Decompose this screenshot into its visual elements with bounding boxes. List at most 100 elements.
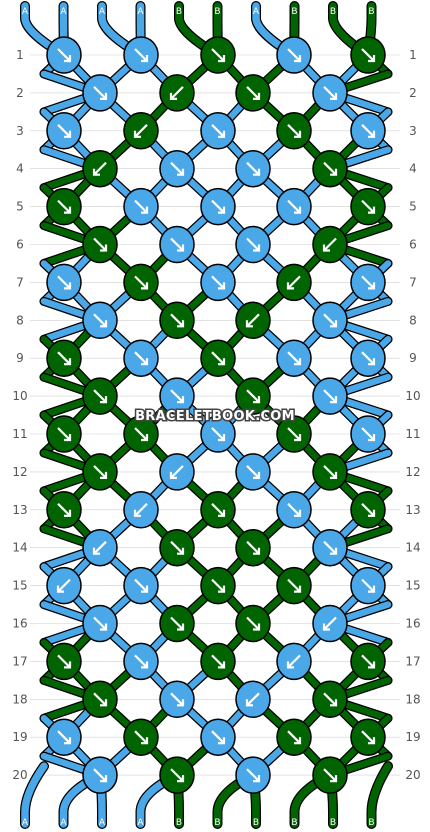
knot-forward [123,642,159,681]
knot-arrow [323,86,337,100]
watermark: BRACELETBOOK.COM [135,409,295,424]
string-letter: B [368,818,374,828]
knot-forward [276,415,312,453]
knot-forward [235,377,271,415]
knot-arrowhead [253,92,261,100]
knot-forward [350,339,386,377]
row-number-right: 15 [405,579,420,593]
knot-arrow [246,161,260,176]
string-letter: A [60,818,67,828]
knot-arrowhead [177,547,185,555]
knot-arrowhead [100,92,108,100]
knot-arrow [57,275,71,290]
knot-forward [159,756,195,794]
knot-forward [82,680,118,719]
knot-arrowhead [177,396,185,404]
knot-forward [276,491,312,529]
row-number-left: 17 [12,654,27,668]
knot-arrow [323,768,337,782]
knot-arrow [246,768,260,782]
knot-arrow [57,578,71,593]
knot-arrow [361,351,375,365]
knot-arrowhead [330,168,338,176]
knot-arrowhead [253,168,261,176]
knot-arrow [57,427,71,441]
knot-arrow [287,48,301,62]
knot-backward [82,149,118,188]
string-letter: B [176,7,182,17]
row-number-right: 8 [409,313,417,327]
knot-backward [276,263,312,302]
knot-forward [123,339,159,377]
knot-arrowhead [177,244,185,252]
knot-arrowhead [64,130,72,138]
knot-arrowhead [322,623,330,631]
knot-arrow [323,237,337,252]
knot-arrow [323,389,337,403]
knot-backward [82,528,118,567]
knot-forward [123,263,159,302]
knot-forward [159,604,195,643]
knot-forward [235,604,271,643]
knot-arrowhead [253,775,261,783]
knot-forward [200,187,236,226]
knot-arrowhead [133,509,141,517]
row-number-right: 3 [409,124,417,138]
knot-arrow [211,199,225,214]
row-number-right: 7 [409,275,417,289]
string-letter: B [368,7,374,17]
string-letter: B [291,818,297,828]
knot-arrow [246,237,260,252]
knot-forward [46,642,82,681]
knot-arrowhead [218,661,226,669]
knot-forward [350,642,386,681]
knot-arrowhead [92,547,100,555]
knot-forward [159,377,195,415]
knot-backward [312,225,348,264]
row-number-left: 12 [12,465,27,479]
row-number-right: 1 [409,48,417,62]
knot-arrowhead [177,699,185,707]
knot-arrow [134,654,148,669]
row-number-left: 7 [16,275,24,289]
knot-arrow [211,654,225,669]
knot-arrow [323,692,337,707]
knot-arrowhead [294,737,302,745]
knot-arrow [93,465,107,479]
knot-arrowhead [368,737,376,745]
knot-arrowhead [368,55,376,63]
knot-forward [312,756,348,794]
knot-arrow [134,578,148,593]
string-letter: A [253,7,260,17]
knot-arrow [287,730,301,744]
knot-arrowhead [286,282,294,290]
knot-arrow [170,313,184,328]
knot-arrowhead [169,92,177,100]
knot-backward [123,491,159,529]
knot-forward [123,718,159,756]
knot-arrow [361,503,375,517]
knot-forward [312,453,348,491]
knot-arrow [211,124,225,138]
knot-arrowhead [294,206,302,214]
string-letter: A [22,7,29,17]
knot-forward [350,263,386,302]
knot-arrowhead [100,471,108,479]
knot-arrowhead [141,661,149,669]
knot-forward [276,36,312,74]
knot-arrow [170,616,184,631]
knot-forward [82,301,118,340]
knot-forward [159,225,195,264]
knot-arrow [93,86,107,100]
knot-backward [159,453,195,491]
knot-forward [200,491,236,529]
string-letter: A [22,818,29,828]
knot-arrowhead [286,661,294,669]
knot-arrowhead [368,282,376,290]
knot-arrowhead [330,775,338,783]
knot-forward [123,187,159,226]
knot-arrowhead [141,737,149,745]
string-letter: B [330,818,336,828]
row-number-left: 11 [12,427,27,441]
knot-backward [46,566,82,605]
